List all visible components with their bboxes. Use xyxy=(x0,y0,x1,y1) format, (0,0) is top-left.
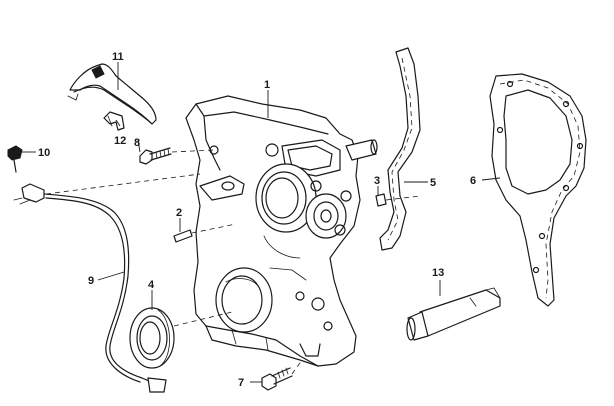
screw-10-part xyxy=(7,145,23,173)
callout-9: 9 xyxy=(88,275,94,287)
sensor-cable-part xyxy=(13,183,167,393)
dowel-pin-part xyxy=(173,229,193,243)
assembly-lines xyxy=(45,149,421,375)
callout-3: 3 xyxy=(374,175,380,187)
callout-leaders xyxy=(22,62,501,383)
callout-13: 13 xyxy=(432,267,444,279)
callout-1: 1 xyxy=(264,79,270,91)
bolt-7-part xyxy=(261,367,293,391)
callout-2: 2 xyxy=(176,207,182,219)
callout-7: 7 xyxy=(238,377,244,389)
callout-8: 8 xyxy=(134,137,140,149)
callout-10: 10 xyxy=(38,147,50,159)
dowel-pin-3-part xyxy=(375,193,387,207)
cover-gasket-part xyxy=(489,73,587,307)
callout-5: 5 xyxy=(430,177,436,189)
clip-part xyxy=(103,111,125,131)
bolt-8-part xyxy=(139,147,172,165)
callout-11: 11 xyxy=(112,51,124,63)
strip-gasket-part xyxy=(379,47,421,251)
timing-cover-part xyxy=(185,95,378,367)
callout-6: 6 xyxy=(470,175,476,187)
seal-part xyxy=(129,307,175,369)
sealant-tube-part xyxy=(406,287,501,341)
callout-labels: 1 2 3 4 5 6 7 8 9 10 11 12 13 xyxy=(38,51,476,389)
callout-12: 12 xyxy=(114,135,126,147)
callout-4: 4 xyxy=(148,279,155,291)
tensioner-rail-part xyxy=(67,63,157,125)
